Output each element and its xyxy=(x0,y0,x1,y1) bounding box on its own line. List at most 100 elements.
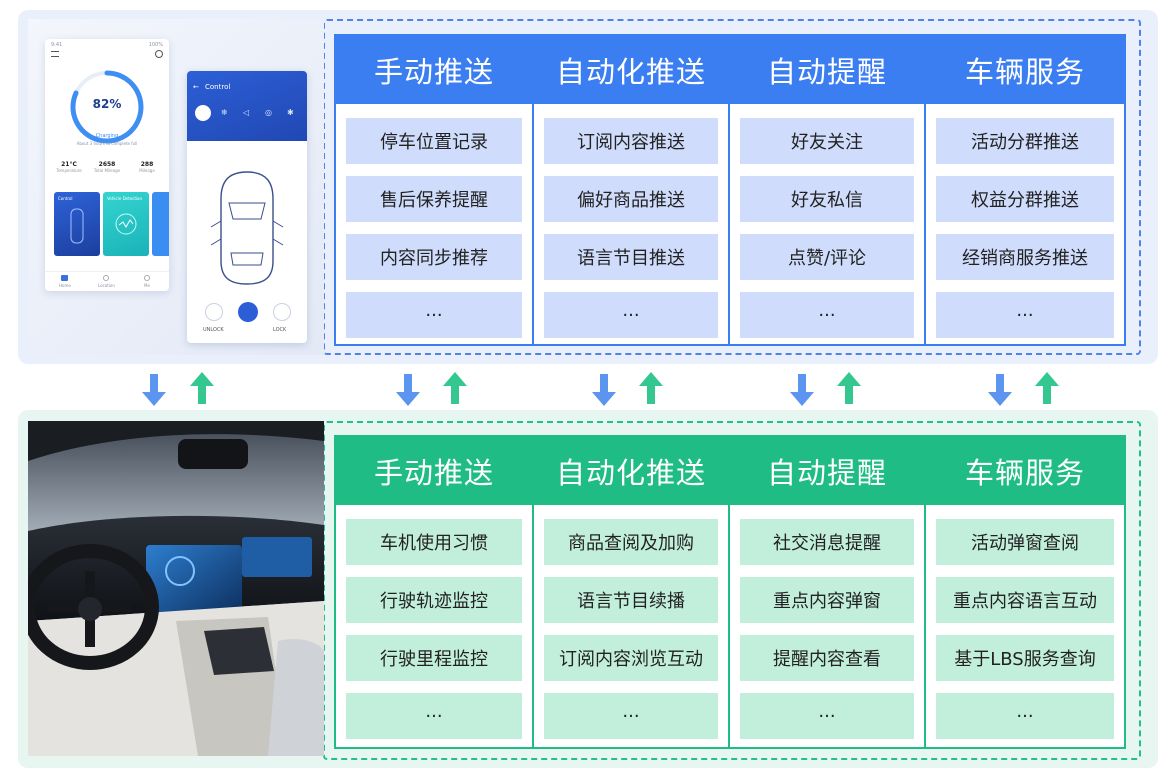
horn-button[interactable] xyxy=(238,302,258,322)
list-item-more[interactable]: ··· xyxy=(936,693,1114,739)
list-item[interactable]: 商品查阅及加购 xyxy=(544,519,718,565)
column-vehicle-service: 车辆服务 活动分群推送 权益分群推送 经销商服务推送 ··· xyxy=(924,36,1124,344)
column-manual-push: 手动推送 停车位置记录 售后保养提醒 内容同步推荐 ··· xyxy=(336,36,532,344)
status-time: 9:41 xyxy=(51,42,63,48)
horn-icon[interactable]: ◁ xyxy=(243,108,250,117)
column-auto-remind: 自动提醒 社交消息提醒 重点内容弹窗 提醒内容查看 ··· xyxy=(728,437,924,747)
list-item[interactable]: 活动弹窗查阅 xyxy=(936,519,1114,565)
nav-location-label: Location xyxy=(98,283,115,288)
list-item[interactable]: 重点内容弹窗 xyxy=(740,577,914,623)
list-item-more[interactable]: ··· xyxy=(346,693,522,739)
list-item[interactable]: 行驶里程监控 xyxy=(346,635,522,681)
list-item[interactable]: 重点内容语言互动 xyxy=(936,577,1114,623)
car-interior-illustration xyxy=(28,421,324,756)
stat-value: 288 xyxy=(140,161,154,168)
phone-control-screen: ← Control ❄ ◁ ◎ ✱ UNLOCK LOCK xyxy=(187,71,307,343)
stat-temperature: 21°C Temperature xyxy=(51,161,87,173)
list-item-more[interactable]: ··· xyxy=(740,292,914,338)
list-item-more[interactable]: ··· xyxy=(544,693,718,739)
list-item[interactable]: 车机使用习惯 xyxy=(346,519,522,565)
nav-me-label: Me xyxy=(144,283,150,288)
list-item[interactable]: 经销商服务推送 xyxy=(936,234,1114,280)
list-item-more[interactable]: ··· xyxy=(740,693,914,739)
column-header: 自动化推送 xyxy=(534,437,728,505)
location-icon[interactable] xyxy=(103,275,109,281)
gauge-icon xyxy=(115,213,137,235)
column-header: 自动化推送 xyxy=(534,36,728,104)
profile-icon[interactable] xyxy=(155,50,163,58)
home-icon[interactable] xyxy=(61,275,68,281)
list-item[interactable]: 提醒内容查看 xyxy=(740,635,914,681)
list-item-more[interactable]: ··· xyxy=(346,292,522,338)
list-item[interactable]: 点赞/评论 xyxy=(740,234,914,280)
column-auto-remind: 自动提醒 好友关注 好友私信 点赞/评论 ··· xyxy=(728,36,924,344)
lock-label: LOCK xyxy=(273,327,287,333)
me-icon[interactable] xyxy=(144,275,150,281)
list-item[interactable]: 订阅内容推送 xyxy=(544,118,718,164)
list-item-more[interactable]: ··· xyxy=(544,292,718,338)
bottom-nav: Home Location Me xyxy=(45,271,169,291)
column-header: 手动推送 xyxy=(336,437,532,505)
list-item[interactable]: 行驶轨迹监控 xyxy=(346,577,522,623)
control-title: Control xyxy=(205,83,231,91)
stat-value: 2658 xyxy=(98,161,116,168)
mobile-app-mockup: 9:41 100% 82% Charging About 3 hours to … xyxy=(28,19,324,355)
light-icon[interactable]: ◎ xyxy=(265,108,272,117)
cloud-dashed-frame xyxy=(323,19,1141,355)
charging-label: Charging xyxy=(95,133,119,139)
list-item[interactable]: 停车位置记录 xyxy=(346,118,522,164)
car-outline-illustration xyxy=(210,171,284,285)
control-card[interactable]: Control xyxy=(54,192,100,256)
list-item[interactable]: 偏好商品推送 xyxy=(544,176,718,222)
car-top-icon xyxy=(70,208,84,244)
vehicle-push-grid: 手动推送 车机使用习惯 行驶轨迹监控 行驶里程监控 ··· 自动化推送 商品查阅… xyxy=(334,435,1126,749)
up-arrow-icon xyxy=(443,372,467,404)
list-item[interactable]: 订阅内容浏览互动 xyxy=(544,635,718,681)
stat-label: Total Mileage xyxy=(93,168,121,173)
stat-value: 21°C xyxy=(61,161,77,168)
list-item[interactable]: 语言节目续播 xyxy=(544,577,718,623)
column-vehicle-service: 车辆服务 活动弹窗查阅 重点内容语言互动 基于LBS服务查询 ··· xyxy=(924,437,1124,747)
list-item[interactable]: 好友关注 xyxy=(740,118,914,164)
column-header: 自动提醒 xyxy=(730,437,924,505)
stat-total-mileage: 2658 Total Mileage xyxy=(89,161,125,173)
unlock-label: UNLOCK xyxy=(203,327,224,333)
column-header: 自动提醒 xyxy=(730,36,924,104)
lock-button[interactable] xyxy=(273,303,291,321)
list-item[interactable]: 售后保养提醒 xyxy=(346,176,522,222)
column-auto-push: 自动化推送 商品查阅及加购 语言节目续播 订阅内容浏览互动 ··· xyxy=(532,437,728,747)
third-card[interactable] xyxy=(152,192,169,256)
cloud-push-grid: 手动推送 停车位置记录 售后保养提醒 内容同步推荐 ··· 自动化推送 订阅内容… xyxy=(334,34,1126,346)
key-icon[interactable] xyxy=(195,105,211,121)
unlock-button[interactable] xyxy=(205,303,223,321)
list-item[interactable]: 语言节目推送 xyxy=(544,234,718,280)
back-arrow-icon[interactable]: ← xyxy=(193,83,199,91)
list-item[interactable]: 基于LBS服务查询 xyxy=(936,635,1114,681)
battery-ring xyxy=(70,70,144,144)
down-arrow-icon xyxy=(988,374,1012,406)
column-header: 手动推送 xyxy=(336,36,532,104)
status-battery: 100% xyxy=(148,42,163,48)
down-arrow-icon xyxy=(790,374,814,406)
list-item[interactable]: 活动分群推送 xyxy=(936,118,1114,164)
column-manual-push: 手动推送 车机使用习惯 行驶轨迹监控 行驶里程监控 ··· xyxy=(336,437,532,747)
list-item[interactable]: 社交消息提醒 xyxy=(740,519,914,565)
card-label: Control xyxy=(58,196,73,201)
battery-percent: 82% xyxy=(92,97,122,111)
up-arrow-icon xyxy=(837,372,861,404)
fan-icon[interactable]: ❄ xyxy=(221,108,228,117)
menu-icon[interactable] xyxy=(51,51,59,57)
list-item[interactable]: 权益分群推送 xyxy=(936,176,1114,222)
stat-label: Mileage xyxy=(139,168,155,173)
vehicle-detection-card[interactable]: Vehicle Detection xyxy=(103,192,149,256)
down-arrow-icon xyxy=(396,374,420,406)
stat-mileage: 288 Mileage xyxy=(129,161,165,173)
up-arrow-icon xyxy=(1035,372,1059,404)
list-item-more[interactable]: ··· xyxy=(936,292,1114,338)
list-item[interactable]: 内容同步推荐 xyxy=(346,234,522,280)
phone-home-screen: 9:41 100% 82% Charging About 3 hours to … xyxy=(45,39,169,291)
seat-icon[interactable]: ✱ xyxy=(287,108,294,117)
car-interior-photo xyxy=(28,421,324,756)
list-item[interactable]: 好友私信 xyxy=(740,176,914,222)
column-auto-push: 自动化推送 订阅内容推送 偏好商品推送 语言节目推送 ··· xyxy=(532,36,728,344)
